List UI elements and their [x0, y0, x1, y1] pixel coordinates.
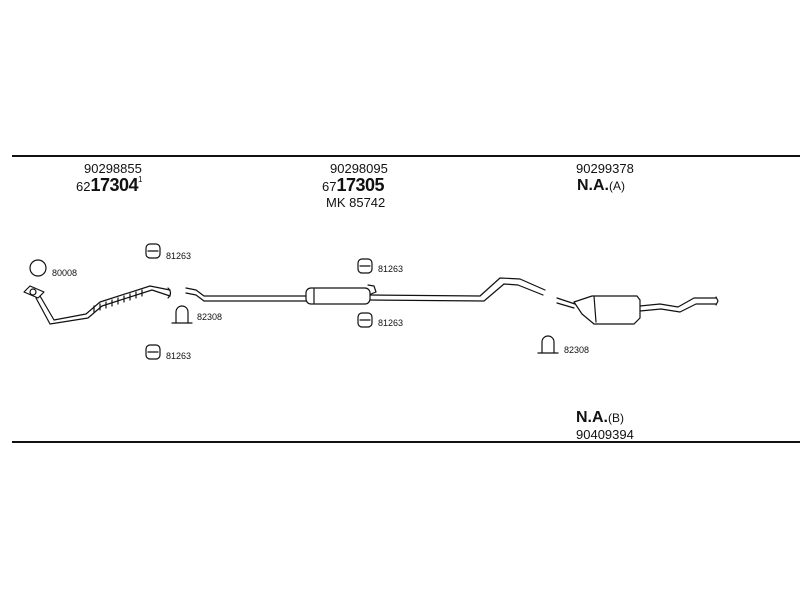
- clamp-icon: [537, 335, 559, 354]
- middle-section: [185, 277, 546, 305]
- group-3-na-label: N.A.(A): [577, 178, 625, 194]
- hanger-icon: [357, 258, 373, 274]
- group-1-ref-prefix: 62: [76, 179, 91, 194]
- group-2-part-number: 90298095: [330, 161, 388, 176]
- group-3-na-variant: (A): [609, 179, 625, 193]
- gasket-part-number: 80008: [52, 268, 78, 278]
- bottom-na-text: N.A.: [576, 409, 608, 426]
- bottom-part-number: 90409394: [576, 427, 634, 442]
- rear-section: [556, 295, 719, 325]
- gasket-ring-icon: [29, 259, 47, 277]
- clamp-part-number: 82308: [197, 312, 223, 322]
- hanger-icon: [357, 312, 373, 328]
- group-1-ref-suffix: 1: [138, 175, 143, 184]
- hanger-icon: [145, 243, 161, 259]
- clamp-icon: [171, 305, 193, 324]
- group-1-ref-main: 17304: [90, 175, 139, 195]
- group-3-na-text: N.A.: [577, 177, 609, 194]
- hanger-part-number: 81263: [378, 318, 404, 328]
- group-2-ref-main: 17305: [336, 175, 385, 195]
- group-1-part-number: 90298855: [84, 161, 142, 176]
- clamp-part-number: 82308: [564, 345, 590, 355]
- hanger-part-number: 81263: [166, 351, 192, 361]
- group-1-reference: 62173041: [76, 176, 142, 195]
- group-3-part-number: 90299378: [576, 161, 634, 176]
- bottom-na-variant: (B): [608, 411, 624, 425]
- top-rule: [12, 155, 800, 157]
- group-2-extra: MK 85742: [326, 195, 386, 210]
- hanger-part-number: 81263: [378, 264, 404, 274]
- hanger-part-number: 81263: [166, 251, 192, 261]
- bottom-na-label: N.A.(B): [576, 410, 624, 426]
- front-pipe: [23, 285, 172, 325]
- group-2-reference: 6717305: [322, 175, 385, 195]
- group-2-ref-prefix: 67: [322, 179, 337, 194]
- bottom-rule: [12, 441, 800, 443]
- hanger-icon: [145, 344, 161, 360]
